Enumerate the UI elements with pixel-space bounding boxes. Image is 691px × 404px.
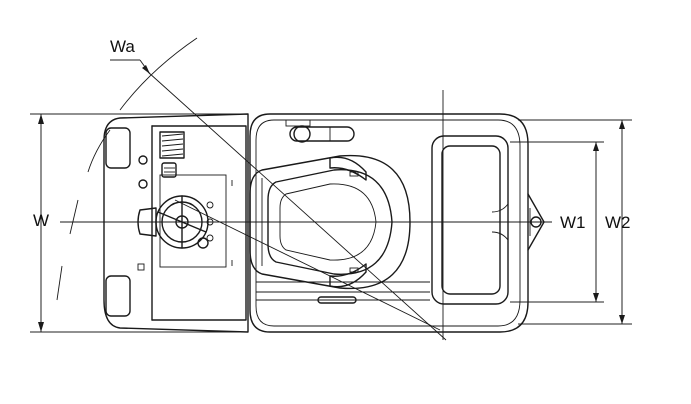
dimension-w2: W2 [518,119,632,325]
dimension-label-w2: W2 [605,213,631,232]
rear-wheel-bottom [105,275,131,317]
main-body [249,113,545,333]
front-light [527,193,545,251]
front-hood [431,135,509,305]
operator-seat [249,154,411,290]
dimension-label-wa: Wa [110,37,135,56]
steering-wheel [155,195,214,249]
dimension-label-w1: W1 [560,213,586,232]
pedal-pad-top [159,131,185,159]
dimension-w1: W1 [510,141,604,303]
gauge-bar [285,119,355,143]
rear-chassis [103,113,249,333]
dimension-w: W [30,113,248,333]
dimension-label-w: W [33,211,49,230]
dimension-wa: Wa [56,37,447,341]
rear-wheel-top [105,127,131,169]
